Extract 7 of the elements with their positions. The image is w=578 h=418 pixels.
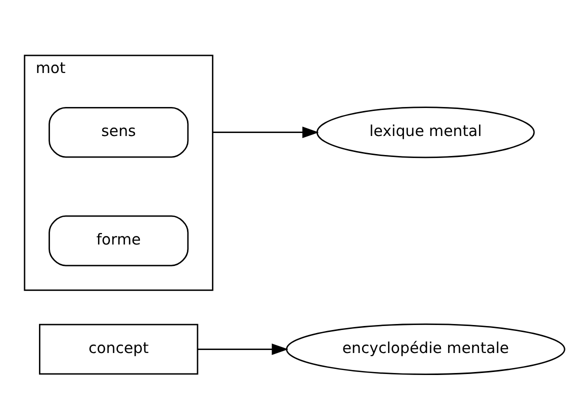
node-box: concept bbox=[38, 323, 198, 374]
arrow bbox=[212, 126, 319, 138]
node-ellipse: encyclopédie mentale bbox=[286, 323, 566, 375]
arrow bbox=[198, 343, 288, 355]
node-box: forme bbox=[48, 214, 189, 266]
node-ellipse: lexique mental bbox=[316, 106, 535, 158]
node-box: sens bbox=[48, 106, 189, 158]
